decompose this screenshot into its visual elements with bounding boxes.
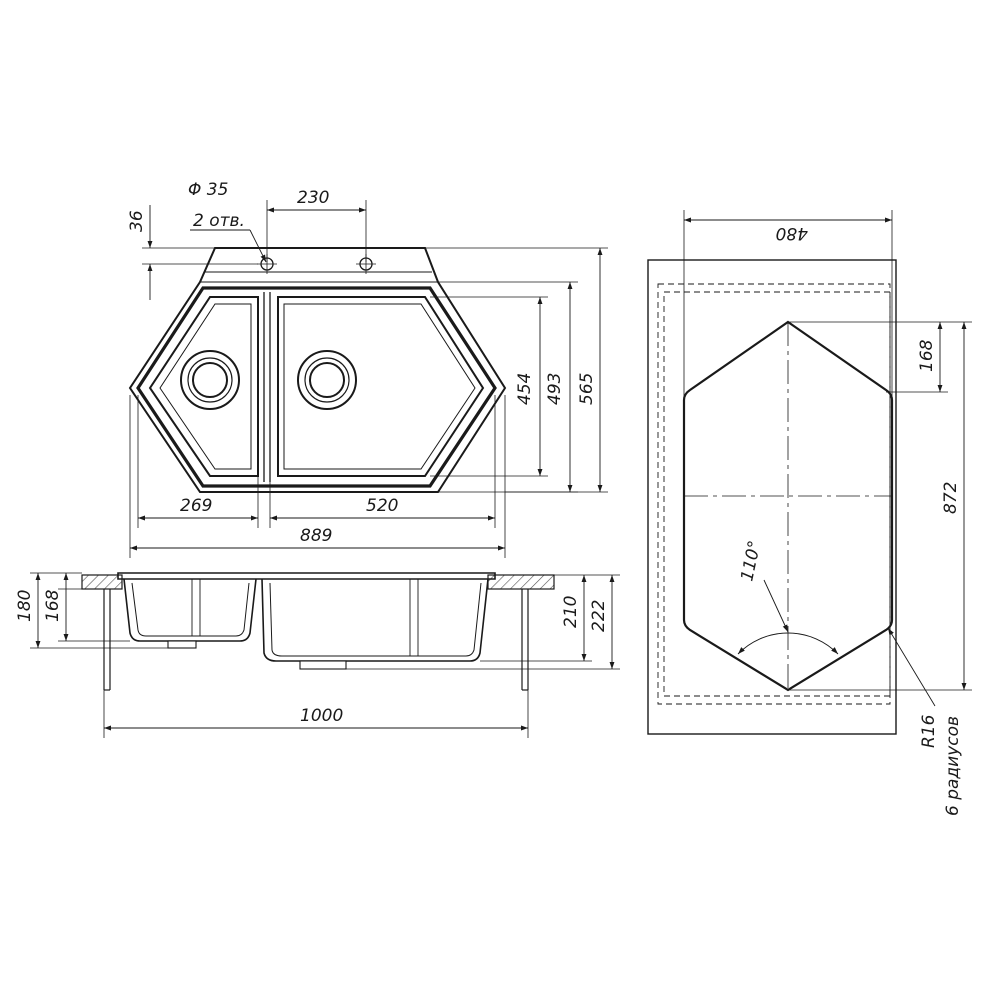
radius-note: R16 6 радиусов <box>887 627 963 816</box>
dim-454: 454 <box>430 296 548 477</box>
radius-count-label: 6 радиусов <box>943 716 963 816</box>
dim-1000: 1000 <box>103 690 529 738</box>
countertop-right <box>487 574 555 590</box>
section-view: 180 168 210 222 1000 <box>15 572 620 738</box>
dim-168-cutout-label: 168 <box>917 339 937 372</box>
cabinet-outline <box>647 259 897 735</box>
dim-168-section: 168 <box>43 573 130 642</box>
large-bowl-drain <box>299 660 347 670</box>
dim-210: 210 <box>480 574 592 662</box>
cutout-view: 110° 480 168 872 R16 6 радиусов <box>647 210 972 816</box>
dim-493-label: 493 <box>545 373 565 405</box>
dim-36: 36 <box>127 205 260 300</box>
dim-889: 889 <box>129 395 506 558</box>
dim-180: 180 <box>15 572 170 649</box>
hole-count-label: 2 отв. <box>193 211 245 231</box>
large-bowl-outline <box>277 296 485 477</box>
dim-180-label: 180 <box>15 590 35 622</box>
dim-520-label: 520 <box>366 496 398 516</box>
dim-565: 565 <box>425 247 608 493</box>
dim-168-cutout: 168 <box>788 321 948 393</box>
dim-889-label: 889 <box>300 526 332 546</box>
dim-168-section-label: 168 <box>43 589 63 622</box>
radius-label: R16 <box>919 714 939 748</box>
small-bowl-inner <box>159 303 252 470</box>
angle-110-label: 110° <box>737 539 765 583</box>
countertop-left <box>81 574 123 590</box>
dim-36-label: 36 <box>127 210 147 232</box>
dim-872: 872 <box>788 321 972 691</box>
hole-diameter-label: Φ 35 <box>188 180 228 200</box>
dim-1000-label: 1000 <box>300 706 343 726</box>
small-bowl-drain <box>167 640 197 649</box>
drain-large <box>297 350 357 410</box>
section-small-bowl <box>123 578 257 642</box>
dim-210-label: 210 <box>561 596 581 628</box>
dim-222-label: 222 <box>589 600 609 632</box>
cabinet-inner-dashed <box>657 283 891 705</box>
dim-872-label: 872 <box>941 482 961 514</box>
dim-230: 230 <box>266 188 367 262</box>
top-view: 230 Φ 35 2 отв. 36 454 493 <box>127 180 608 558</box>
dim-222: 222 <box>346 574 620 670</box>
sink-rim <box>136 286 497 488</box>
dim-565-label: 565 <box>577 373 597 405</box>
large-bowl-inner <box>283 303 476 470</box>
dim-269: 269 <box>137 395 259 528</box>
cabinet-inner-dashed-2 <box>663 291 891 697</box>
hole-note: Φ 35 2 отв. <box>188 180 267 263</box>
dim-520: 520 <box>269 395 496 528</box>
dim-480: 480 <box>683 210 893 400</box>
dim-454-label: 454 <box>515 373 535 405</box>
sink-rim-profile <box>117 572 496 580</box>
section-large-bowl <box>261 578 489 662</box>
small-bowl-outline <box>148 296 259 477</box>
dim-269-label: 269 <box>180 496 212 516</box>
drain-small <box>180 350 240 410</box>
dim-230-label: 230 <box>297 188 329 208</box>
dim-480-label: 480 <box>776 223 808 243</box>
